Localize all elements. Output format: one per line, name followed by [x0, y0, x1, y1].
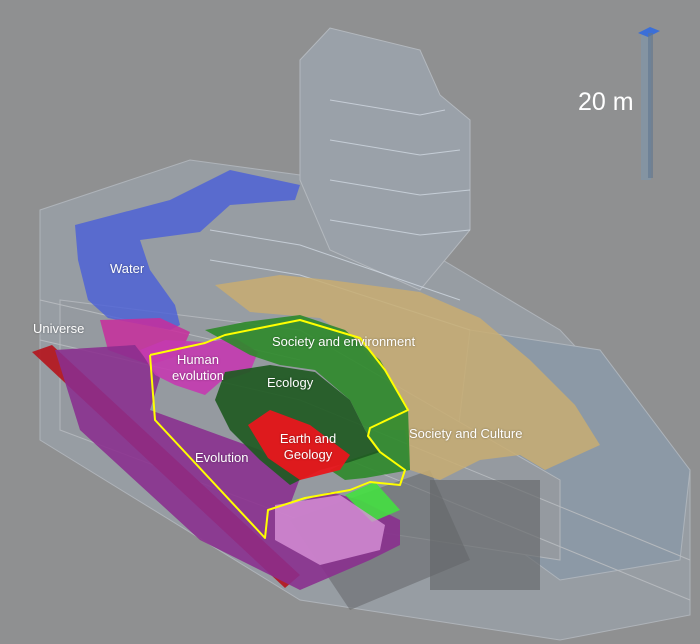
scale-label: 20 m [578, 88, 634, 116]
universe-label: Universe [33, 321, 85, 336]
evolution-label: Evolution [195, 450, 249, 465]
water-label: Water [110, 261, 145, 276]
ecology-label: Ecology [267, 375, 314, 390]
highlight-outline [149, 319, 409, 539]
earth-geology-label-line1: Earth and [279, 431, 337, 446]
zone-water [75, 170, 300, 330]
society-environment-label: Society and environment [272, 334, 416, 349]
human-evolution-label-line2: evolution [171, 368, 225, 383]
human-evolution-label: Human evolution [163, 352, 233, 384]
zone-human-evolution [140, 338, 258, 395]
earth-geology-label-line2: Geology [283, 447, 333, 462]
zone-society-culture [215, 275, 600, 480]
society-culture-label: Society and Culture [409, 426, 523, 441]
scale-bar [638, 27, 660, 180]
zone-earth-geology [248, 410, 350, 480]
light-green-platform [345, 482, 400, 522]
zone-society-environment [205, 315, 410, 480]
earth-geology-label: Earth and Geology [272, 431, 344, 463]
human-evolution-label-line1: Human [177, 352, 219, 367]
pink-exhibit-box [275, 495, 385, 565]
